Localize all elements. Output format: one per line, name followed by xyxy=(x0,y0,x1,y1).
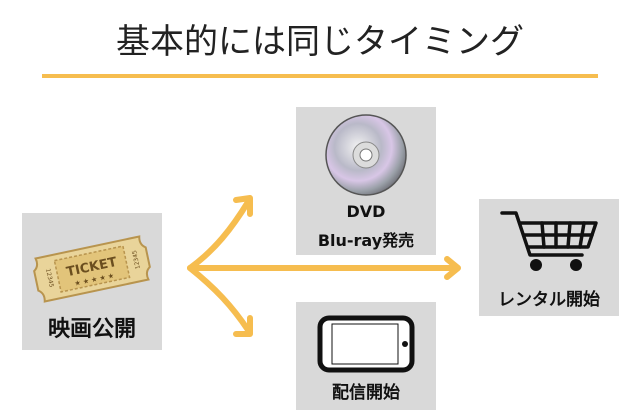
title-underline xyxy=(42,74,598,78)
arrow-head-rental xyxy=(444,256,461,280)
rental-start-label: レンタル開始 xyxy=(498,290,600,310)
dvd-label-line1: DVD xyxy=(346,202,386,221)
streaming-start-label: 配信開始 xyxy=(332,383,400,403)
disc-icon xyxy=(325,114,407,196)
rental-start-box: レンタル開始 xyxy=(479,199,619,316)
ticket-serial-left: 12345 xyxy=(44,268,55,288)
arrow-to-dvd xyxy=(187,199,251,271)
movie-release-label: 映画公開 xyxy=(47,317,136,342)
streaming-start-box: 配信開始 xyxy=(296,302,436,410)
shopping-cart-icon xyxy=(500,211,598,271)
smartphone-icon xyxy=(317,315,415,373)
arrow-head-streaming xyxy=(233,315,253,337)
ticket-serial-right: 12345 xyxy=(131,249,142,269)
ticket-icon: TICKET ★ ★ ★ ★ ★ 12345 12345 xyxy=(33,235,151,303)
dvd-label-line2: Blu-ray発売 xyxy=(317,231,415,250)
movie-release-box: TICKET ★ ★ ★ ★ ★ 12345 12345 映画公開 xyxy=(22,213,162,350)
arrow-to-streaming xyxy=(187,265,251,333)
page-title: 基本的には同じタイミング xyxy=(116,22,524,62)
dvd-release-box: DVD Blu-ray発売 xyxy=(296,107,436,255)
arrow-head-dvd xyxy=(233,195,253,217)
